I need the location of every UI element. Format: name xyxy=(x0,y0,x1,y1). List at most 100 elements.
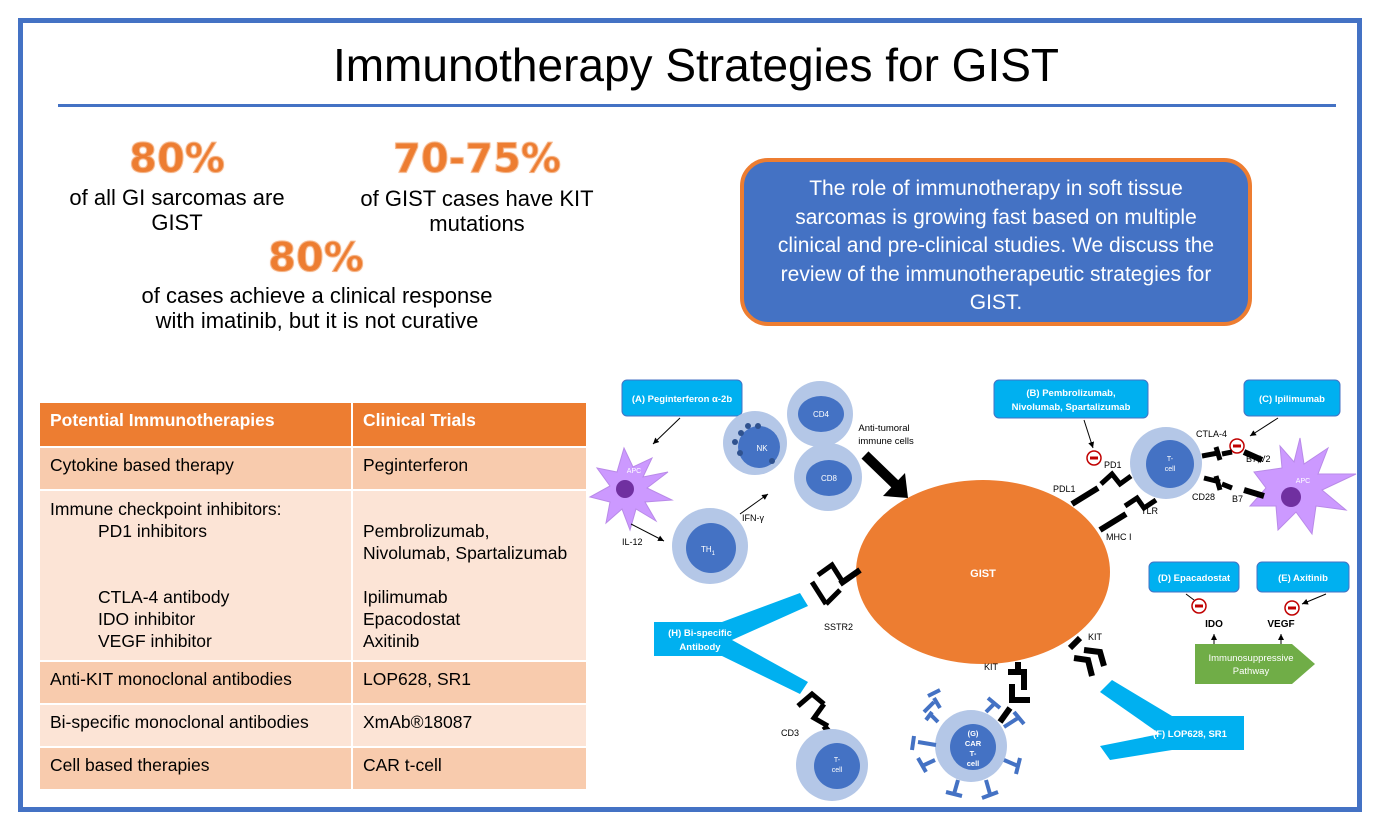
cd3-label: CD3 xyxy=(781,728,799,738)
trial-cell: LOP628, SR1 xyxy=(363,669,471,689)
apc-label-right: APC xyxy=(1296,478,1310,485)
pathway-label-1: Immunosuppressive xyxy=(1208,653,1293,664)
arrow-a xyxy=(652,417,681,445)
box-bispecific-label-1: (H) Bi-specific xyxy=(668,628,732,639)
stat-imatinib-text: of cases achieve a clinical response wit… xyxy=(141,283,493,333)
box-peginterferon-label: (A) Peginterferon α-2b xyxy=(632,394,733,405)
therapy-cell: CTLA-4 antibody xyxy=(98,587,230,607)
box-pd1-label-1: (B) Pembrolizumab, xyxy=(1026,388,1115,399)
therapy-cell: ​ xyxy=(50,564,341,586)
trial-cell: XmAb®18087 xyxy=(363,712,473,732)
b7-ligand xyxy=(1243,487,1265,499)
nk-granule xyxy=(769,458,775,464)
stat-kit-mutations-value: 70-75% xyxy=(392,136,561,183)
pd1-receptor xyxy=(1099,470,1133,488)
ctla4-label: CTLA-4 xyxy=(1196,429,1227,439)
trial-cell: Peginterferon xyxy=(363,455,469,475)
nk-granule xyxy=(732,439,738,445)
car-t-cell-core xyxy=(950,724,996,770)
therapy-cell: IDO inhibitor xyxy=(98,609,196,629)
b7v2-ligand xyxy=(1242,449,1264,463)
box-pd1-inhibitors xyxy=(993,379,1149,419)
b7-label: B7 xyxy=(1232,494,1243,504)
cd28-label: CD28 xyxy=(1192,492,1215,502)
immune-attack-arrow-shaft xyxy=(861,451,900,489)
arrow-e xyxy=(1301,593,1327,605)
t-cell-bottom-label-1: T- xyxy=(834,757,841,764)
nk-granule xyxy=(745,423,751,429)
cd8-cell-core xyxy=(806,460,852,496)
car-label-2: CAR xyxy=(965,739,982,748)
th1-label: TH1 xyxy=(701,545,716,557)
mhc-label: MHC I xyxy=(1106,532,1132,542)
box-lop628-label: (F) LOP628, SR1 xyxy=(1153,729,1228,740)
therapy-cell: Bi-specific monoclonal antibodies xyxy=(50,712,309,732)
trial-cell: Pembrolizumab, xyxy=(363,521,490,541)
table-header-row: Potential Immunotherapies Clinical Trial… xyxy=(40,403,588,448)
table-row: Bi-specific monoclonal antibodies XmAb®1… xyxy=(40,704,588,748)
trial-cell: Axitinib xyxy=(363,631,420,651)
nk-granule xyxy=(737,450,743,456)
inhibit-icon-bar xyxy=(1090,456,1098,460)
therapy-cell: VEGF inhibitor xyxy=(98,631,212,651)
bispecific-antibody xyxy=(654,593,808,694)
title-divider xyxy=(58,104,1336,107)
sstr2-receptor xyxy=(809,561,847,606)
page-title: Immunotherapy Strategies for GIST xyxy=(332,39,1060,91)
page-frame xyxy=(18,18,1362,812)
t-cell-right-label-1: T- xyxy=(1167,456,1174,463)
gist-tumor xyxy=(856,480,1110,664)
t-cell-right-core xyxy=(1146,440,1194,488)
table-row: Immune checkpoint inhibitors: PD1 inhibi… xyxy=(40,490,588,662)
trial-cell: CAR t-cell xyxy=(363,755,442,775)
cd28-receptor xyxy=(1203,475,1233,491)
stat-kit-mutations-text: of GIST cases have KIT mutations xyxy=(360,186,594,236)
b7v2-label: B7,V2 xyxy=(1246,454,1271,464)
inhibit-icon-bar xyxy=(1195,604,1203,608)
summary-callout: The role of immunotherapy in soft tissue… xyxy=(740,158,1252,326)
apc-nucleus-right xyxy=(1281,487,1301,507)
apc-nucleus-left xyxy=(616,480,634,498)
nk-granule xyxy=(755,423,761,429)
il12-label: IL-12 xyxy=(622,537,643,547)
apc-label-left: APC xyxy=(627,468,641,475)
car-label-1: (G) xyxy=(968,729,979,738)
nk-cell-core xyxy=(738,426,780,468)
arrow-d xyxy=(1185,593,1195,601)
tlr-receptor xyxy=(1123,494,1158,512)
tlr-label: TLR xyxy=(1141,506,1159,516)
cd4-cell-core xyxy=(798,396,844,432)
car-label-4: cell xyxy=(967,759,980,768)
cd8-label: CD8 xyxy=(821,474,838,483)
trial-cell: ​ xyxy=(363,498,576,520)
therapy-cell: Cytokine based therapy xyxy=(50,455,234,475)
trial-cell: Ipilimumab xyxy=(363,587,448,607)
therapies-table: Potential Immunotherapies Clinical Trial… xyxy=(40,403,588,791)
box-ipilimumab-label: (C) Ipilimumab xyxy=(1259,394,1325,405)
box-axitinib xyxy=(1256,561,1350,593)
mhc-ligand xyxy=(1098,511,1128,533)
gist-label: GIST xyxy=(970,568,996,580)
sstr2-binding xyxy=(838,567,862,587)
box-ipilimumab xyxy=(1243,379,1341,417)
cd4-label: CD4 xyxy=(813,410,830,419)
box-pd1-label-2: Nivolumab, Spartalizumab xyxy=(1012,402,1131,413)
pdl1-label: PDL1 xyxy=(1053,484,1076,494)
table-row: Cytokine based therapy Peginterferon xyxy=(40,447,588,491)
cd3-receptor xyxy=(796,690,830,729)
arrow-ifn xyxy=(739,493,769,515)
arrow-il12 xyxy=(630,523,665,542)
kit-receptor-right xyxy=(1067,635,1107,677)
table-header-trials: Clinical Trials xyxy=(352,403,588,448)
therapy-cell: PD1 inhibitors xyxy=(98,521,207,541)
immune-cells-label: immune cells xyxy=(858,436,914,447)
immunosuppressive-pathway-arrow xyxy=(1195,644,1315,684)
sstr2-label: SSTR2 xyxy=(824,622,853,632)
table-header-therapy: Potential Immunotherapies xyxy=(40,403,353,448)
stat-gi-sarcomas-value: 80% xyxy=(129,136,226,183)
anti-tumoral-label: Anti-tumoral xyxy=(858,423,909,434)
box-peginterferon xyxy=(621,379,743,417)
arrow-b xyxy=(1083,419,1095,449)
car-label-3: T- xyxy=(970,749,977,758)
inhibit-icon-bar xyxy=(1288,606,1296,610)
